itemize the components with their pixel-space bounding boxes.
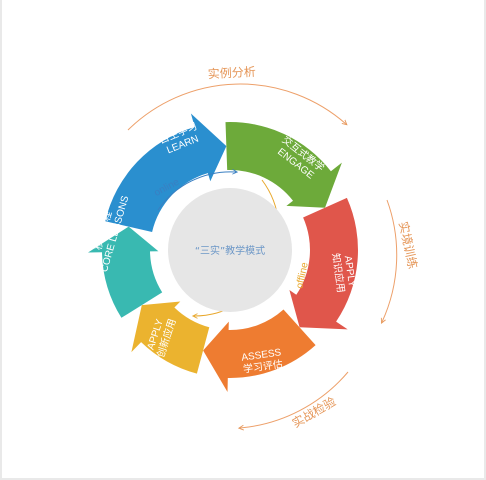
segment-arrow-apply-innovation xyxy=(131,301,210,374)
center-title: “三实”教学模式 xyxy=(195,244,265,257)
segment-arrow-assess xyxy=(203,309,316,392)
segment-arrow-apply-knowledge xyxy=(289,197,358,330)
segment-en-apply-knowledge: APPLY xyxy=(342,255,357,288)
offline-label: offline xyxy=(294,261,310,290)
segment-arrow-core-lessons xyxy=(88,226,163,318)
outer-arc-top xyxy=(127,83,346,131)
online-loop-arc xyxy=(157,172,236,211)
segment-apply-innovation: APPLY创新应用 xyxy=(131,301,210,374)
segment-engage: 交互式教学ENGAGE xyxy=(225,122,342,208)
frame-edge-right xyxy=(484,0,486,480)
segment-core-lessons: 核心课程CORE LESSONS xyxy=(88,194,163,318)
center-circle xyxy=(168,188,292,312)
segment-arrow-engage xyxy=(225,122,342,208)
segment-apply-knowledge: APPLY知识应用 xyxy=(289,197,358,330)
label-realistic-training: 实境训练 xyxy=(396,220,421,270)
segment-arrow-learn xyxy=(105,113,227,232)
segment-label-assess: ASSESS学习评估 xyxy=(241,347,284,375)
outer-arc-right xyxy=(382,199,398,322)
segment-assess: ASSESS学习评估 xyxy=(203,309,316,392)
frame-edge-bottom xyxy=(0,478,486,480)
label-case-analysis: 实例分析 xyxy=(207,64,256,81)
frame-edge-left xyxy=(0,0,2,480)
segment-label-apply-knowledge: APPLY知识应用 xyxy=(329,251,357,294)
outer-arc-bottom xyxy=(240,371,349,428)
